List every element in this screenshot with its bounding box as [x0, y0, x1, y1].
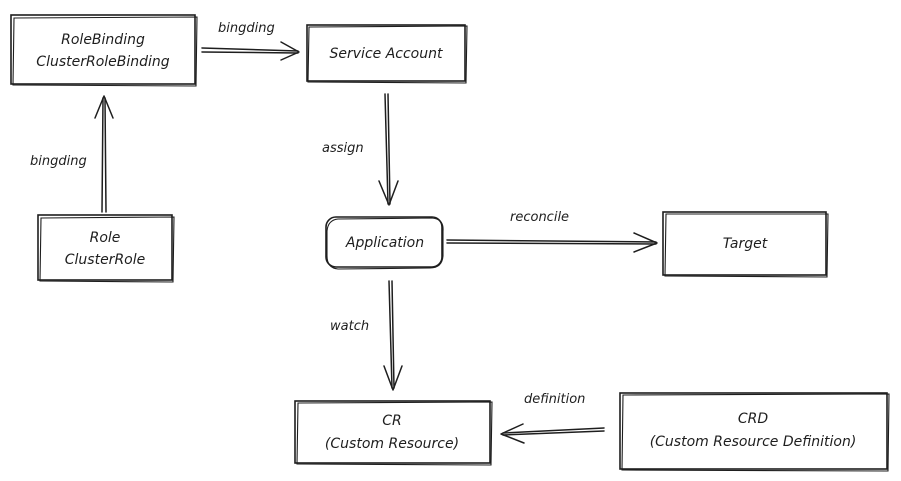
node-application-label: Application	[345, 235, 424, 251]
node-role-line2: ClusterRole	[65, 252, 146, 268]
node-service-account-label: Service Account	[330, 46, 443, 62]
node-rolebinding-line1: RoleBinding	[61, 32, 145, 48]
node-crd-line2: (Custom Resource Definition)	[650, 434, 857, 450]
node-role: Role ClusterRole	[37, 214, 175, 283]
node-role-line1: Role	[90, 230, 121, 246]
node-rolebinding: RoleBinding ClusterRoleBinding	[10, 14, 198, 87]
node-rolebinding-line2: ClusterRoleBinding	[36, 54, 170, 70]
edge-rolebinding-to-service-account	[201, 41, 300, 61]
node-cr: CR (Custom Resource)	[294, 400, 493, 466]
edge-label-rolebinding-to-service-account: bingding	[218, 21, 275, 36]
edge-label-service-account-to-application: assign	[322, 141, 364, 156]
edge-application-to-target	[446, 232, 658, 253]
node-target-label: Target	[723, 236, 768, 252]
edge-label-role-to-rolebinding: bingding	[30, 154, 87, 169]
node-service-account: Service Account	[306, 24, 468, 84]
edge-crd-to-cr	[500, 423, 605, 444]
node-cr-line2: (Custom Resource)	[325, 436, 459, 452]
node-application: Application	[325, 216, 444, 270]
edge-label-application-to-target: reconcile	[510, 210, 569, 225]
edge-label-crd-to-cr: definition	[524, 392, 585, 407]
node-target: Target	[662, 211, 829, 278]
node-crd: CRD (Custom Resource Definition)	[619, 392, 890, 472]
node-cr-line1: CR	[382, 413, 402, 429]
edge-application-to-cr	[383, 280, 403, 391]
edge-role-to-rolebinding	[94, 95, 114, 213]
edge-label-application-to-cr: watch	[330, 319, 369, 334]
edge-service-account-to-application	[378, 93, 399, 206]
node-crd-line1: CRD	[738, 411, 769, 427]
